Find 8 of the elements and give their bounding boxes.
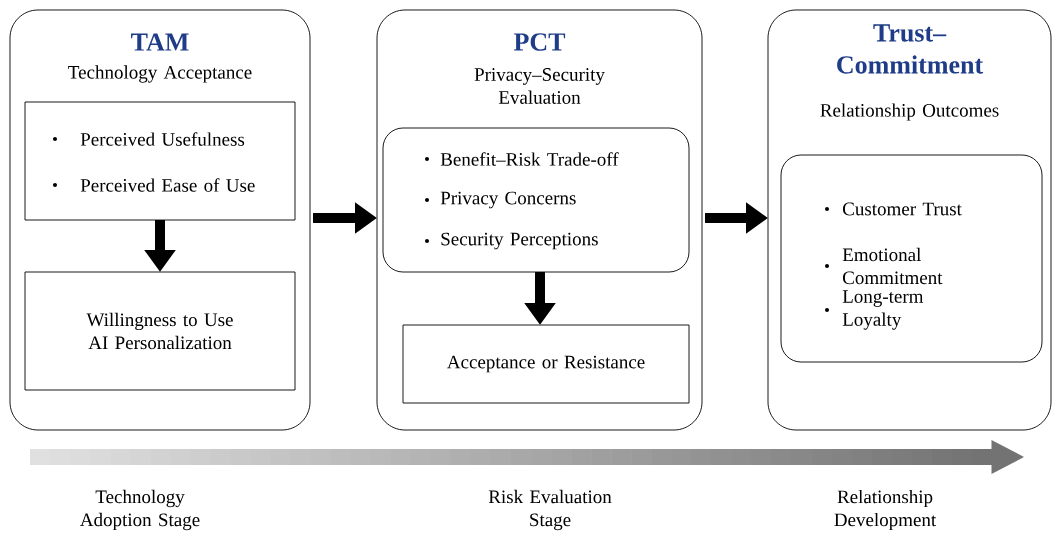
stage-label: Technology Adoption Stage [80,489,200,531]
stage-label: Risk Evaluation Stage [488,489,612,531]
outcome-box: Willingness to Use AI Personalization [24,271,296,391]
outcome-box: Acceptance or Resistance [402,324,690,404]
stage-label: Relationship Development [834,489,937,531]
item-list-box: Benefit–Risk Trade-off Privacy Concerns Security Perceptions [382,127,690,273]
item-list-box: Perceived Usefulness Perceived Ease of Use [24,101,296,221]
item-list-box: Customer Trust Emotional Commitment Long-term Loyalty [780,154,1043,363]
